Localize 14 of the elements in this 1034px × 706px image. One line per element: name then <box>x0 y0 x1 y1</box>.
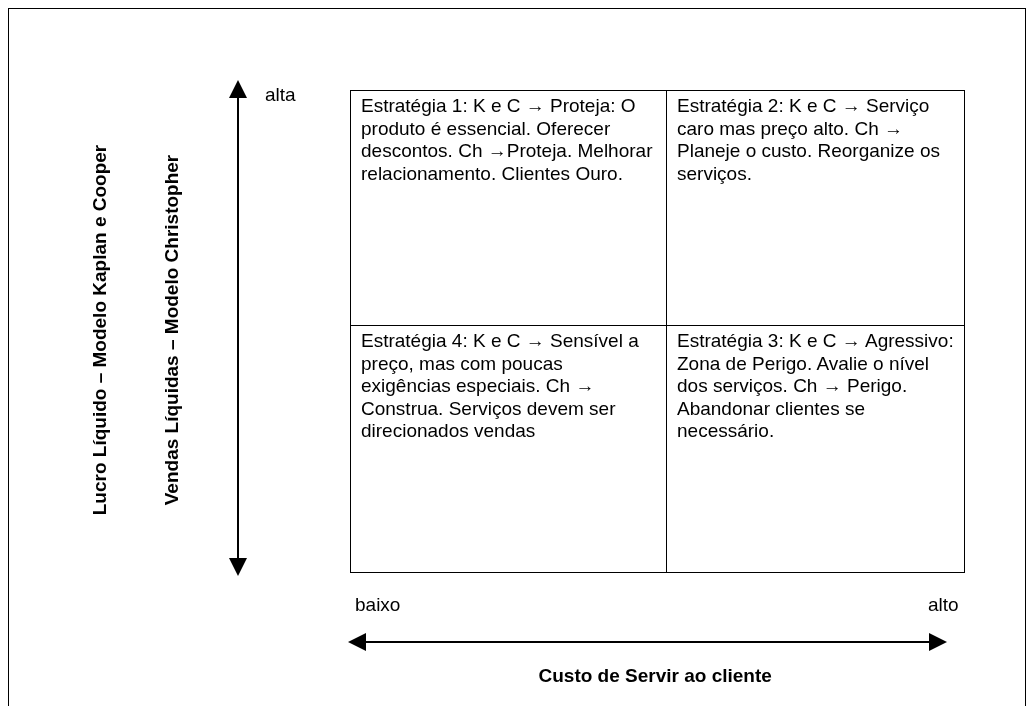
strategy-text: Estratégia 4: K e C → Sensível a preço, mas com poucas exigências especiais. Ch → Construa. Serviços devem ser direcionados vendas <box>361 330 640 443</box>
strategy-text: Estratégia 3: K e C → Agressivo: Zona de Perigo. Avalie o nível dos serviços. Ch → Perigo. Abandonar clientes se necessário. <box>677 330 954 443</box>
quadrant-cell <box>666 90 965 326</box>
quadrant-cell <box>350 90 667 326</box>
axis-title: Custo de Servir ao cliente <box>538 665 772 687</box>
strategy-text: Estratégia 1: K e C → Proteja: O produto é essencial. Oferecer descontos. Ch →Proteja. Melhorar relacionamento. Clientes Ouro. <box>361 95 654 185</box>
axis-end-label: alta <box>265 84 296 106</box>
quadrant-cell <box>350 325 667 573</box>
quadrant-cell <box>666 325 965 573</box>
strategy-text: Estratégia 2: K e C → Serviço caro mas preço alto. Ch → Planeje o custo. Reorganize os serviços. <box>677 95 941 185</box>
axis-title: Vendas Líquidas – Modelo Christopher <box>160 154 183 506</box>
axis-end-label: alto <box>928 594 959 616</box>
axis-title: Lucro Líquido – Modelo Kaplan e Cooper <box>88 144 111 516</box>
axis-end-label: baixo <box>355 594 401 616</box>
